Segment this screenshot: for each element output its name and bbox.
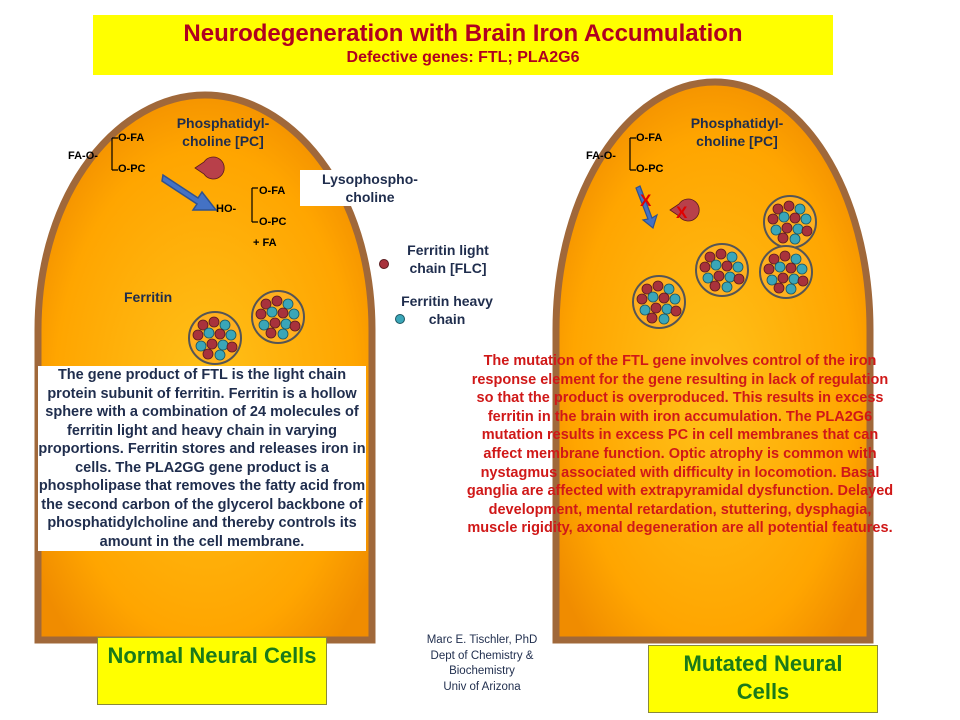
normal-cells-label: Normal Neural Cells [97,637,327,705]
normal-description: The gene product of FTL is the light cha… [38,366,366,551]
block-x-icon: X [640,191,652,210]
ferritin-sphere-icon [632,275,686,329]
heavy-chain-dot-icon [395,314,405,324]
page-title: Neurodegeneration with Brain Iron Accumu… [183,20,743,47]
page-subtitle: Defective genes: FTL; PLA2G6 [346,49,580,66]
ferritin-sphere-icon [251,290,305,344]
mutated-pc-label: Phosphatidyl- choline [PC] [690,115,784,149]
author-credit: Marc E. Tischler, PhD Dept of Chemistry … [426,634,538,693]
ferritin-sphere-icon [759,245,813,299]
ferritin-light-chain-label: Ferritin light chain [FLC] [407,242,489,276]
ferritin-heavy-chain-label: Ferritin heavy chain [401,293,493,327]
mutated-cells-label: Mutated Neural Cells [648,645,878,713]
mutated-o-fa-label: O-FA [636,132,663,144]
mutated-description: The mutation of the FTL gene involves co… [466,353,894,537]
normal-pc-label: Phosphatidyl- choline [PC] [176,115,270,149]
ferritin-sphere-icon [188,311,242,365]
blocked-arrow-icon [635,185,659,230]
mutated-fa-o-label: FA-O- [586,150,616,162]
ferritin-sphere-icon [695,243,749,297]
lysophosphocholine-label: Lysophospho- choline [300,170,440,206]
plus-fa-label: + FA [253,237,277,249]
light-chain-dot-icon [379,259,389,269]
ferritin-sphere-icon [763,195,817,249]
o-pc-product-label: O-PC [259,216,287,228]
o-pc-label: O-PC [118,163,146,175]
title-banner: Neurodegeneration with Brain Iron Accumu… [93,15,833,75]
reaction-arrow-icon [161,173,218,211]
fa-o-label: FA-O- [68,150,98,162]
ferritin-label: Ferritin [124,289,173,305]
o-fa-label: O-FA [118,132,145,144]
o-fa-product-label: O-FA [259,185,286,197]
ho-label: HO- [216,203,237,215]
mutated-o-pc-label: O-PC [636,163,664,175]
block-x-icon: X [676,203,688,222]
